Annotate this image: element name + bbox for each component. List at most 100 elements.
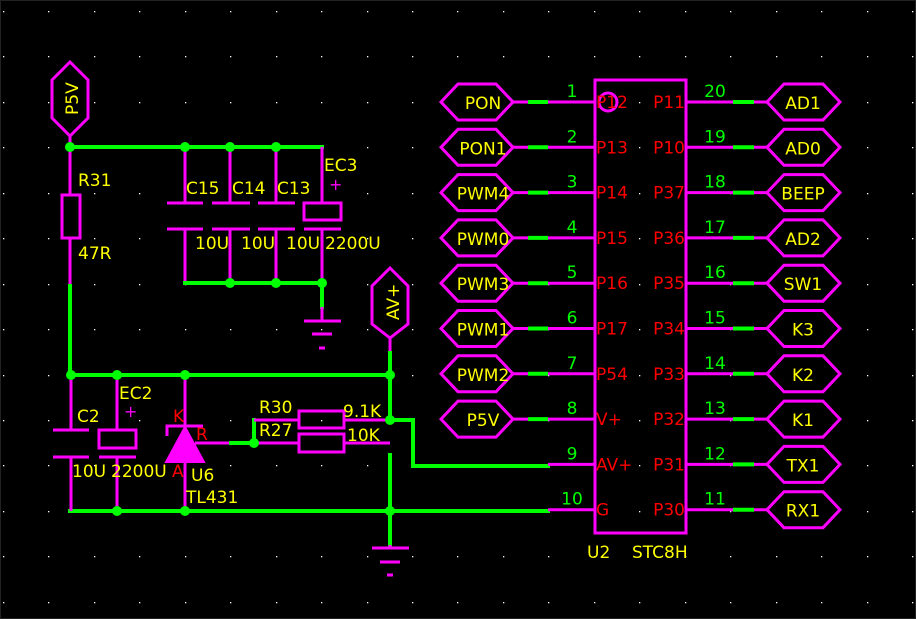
grid-dot [321,420,323,422]
grid-dot [867,238,869,240]
net-flag-rx1[interactable]: RX1 [764,490,843,530]
grid-dot [3,375,5,377]
net-flag-beep[interactable]: BEEP [764,173,843,213]
capacitor-c13[interactable]: C13 10U [258,147,320,283]
net-flag-label: K2 [792,366,814,386]
electrolytic-capacitor-ec3[interactable]: EC3 + 2200U [302,147,381,283]
net-flag-pwm3[interactable]: PWM3 [438,263,516,303]
net-flag-pon1[interactable]: PON1 [438,127,516,167]
grid-dot [867,193,869,195]
grid-dot [230,56,232,58]
net-flag-k2[interactable]: K2 [764,354,843,394]
net-flag-ad1[interactable]: AD1 [764,82,843,122]
pin-name: P11 [653,93,685,113]
pin-name: P35 [653,274,685,294]
grid-dot [912,193,914,195]
net-flag-pwm0[interactable]: PWM0 [438,218,516,258]
power-flag-p5v[interactable]: P5V [50,59,90,139]
grid-dot [912,238,914,240]
grid-dot [730,602,732,604]
net-flag-sw1[interactable]: SW1 [764,263,843,303]
grid-dot [457,602,459,604]
grid-dot [367,602,369,604]
resistor-r27[interactable]: R27 10K [254,421,390,454]
resistor-r31[interactable]: R31 47R [60,147,112,286]
grid-dot [230,329,232,331]
capacitor-c2[interactable]: C2 10U [53,375,106,511]
grid-dot [776,11,778,13]
pin-number: 12 [704,444,726,464]
grid-dot [3,556,5,558]
ic-pin-9[interactable]: 9AV+ [548,444,632,475]
net-flag-p5v[interactable]: P5V [438,399,516,439]
grid-dot [94,329,96,331]
capacitor-c14[interactable]: C14 10U [212,147,275,283]
net-flag-k3[interactable]: K3 [764,309,843,348]
net-flag-pwm1[interactable]: PWM1 [438,309,516,348]
grid-dot [139,284,141,286]
grid-dot [412,11,414,13]
pin-number: 11 [704,490,726,510]
capacitor-c15[interactable]: C15 10U [167,147,229,283]
net-flag-k1[interactable]: K1 [764,399,843,439]
power-flag-avplus[interactable]: AV+ [370,265,410,340]
pin-name: P17 [596,320,628,340]
net-flag-pwm2[interactable]: PWM2 [438,354,516,394]
net-flag-ad2[interactable]: AD2 [764,218,843,258]
grid-dot [367,147,369,149]
electrolytic-capacitor-ec2[interactable]: EC2 + 2200U [97,375,167,511]
grid-dot [639,102,641,104]
grid-dot [412,102,414,104]
pin-number: 16 [704,263,726,283]
shunt-regulator-u6[interactable]: K R A U6 TL431 [164,375,238,511]
pin-name: P12 [596,93,628,113]
ic-left-pins: 1P12PON2P13PON13P14PWM44P15PWM05P16PWM36… [438,82,632,521]
ic-pin-8[interactable]: 8V+P5V [438,399,622,439]
grid-dot [48,193,50,195]
net-flag-pwm4[interactable]: PWM4 [438,173,516,213]
grid-dot [185,329,187,331]
ic-pin-10[interactable]: 10G [548,490,609,521]
grid-dot [94,193,96,195]
net-flag-ad0[interactable]: AD0 [764,127,843,167]
grid-dot [412,602,414,604]
net-flag-pon[interactable]: PON [438,82,516,122]
grid-dot [867,56,869,58]
grid-dot [3,420,5,422]
grid-dot [867,511,869,513]
grid-dot [230,465,232,467]
resistor-r30[interactable]: R30 9.1K [254,398,390,430]
grid-dot [412,556,414,558]
grid-dot [867,284,869,286]
grid-dot [94,420,96,422]
net-flag-tx1[interactable]: TX1 [764,444,843,484]
grid-dot [912,284,914,286]
grid-dot [776,56,778,58]
ic-u2[interactable]: U2 STC8H [587,78,688,563]
net-flag-label: PWM3 [457,275,510,295]
net-flag-label: PWM2 [457,366,510,386]
grid-dot [912,56,914,58]
grid-dot [685,56,687,58]
grid-dot [185,56,187,58]
grid-dot [867,102,869,104]
grid-dot [685,11,687,13]
